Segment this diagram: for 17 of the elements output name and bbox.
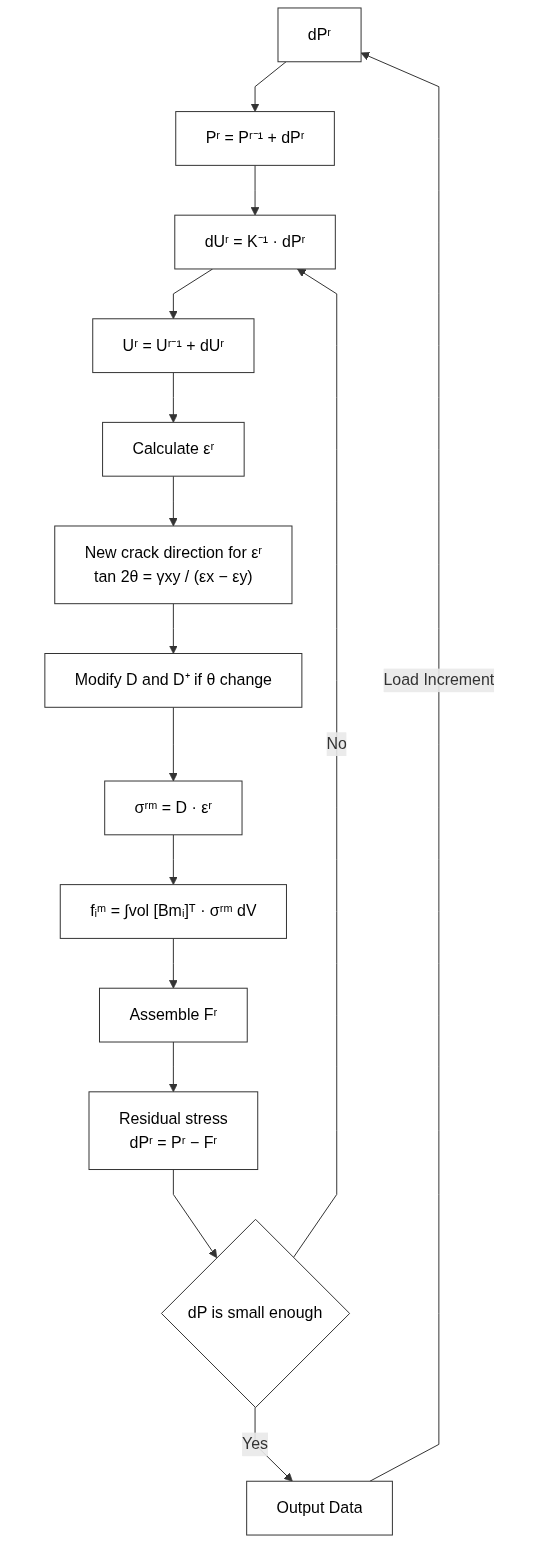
- node-box: Output Data: [246, 1480, 393, 1536]
- node-box: dPʳ: [277, 7, 362, 63]
- node-box: dUʳ = K⁻¹ · dPʳ: [174, 214, 336, 270]
- arrow: [168, 475, 178, 527]
- node-box: Residual stress dPʳ = Pʳ − Fʳ: [88, 1091, 259, 1170]
- node-box: Pʳ = Pʳ⁻¹ + dPʳ: [175, 111, 335, 166]
- edge-label: Load Increment: [383, 671, 495, 689]
- node-box: Assemble Fʳ: [98, 987, 248, 1043]
- node-diamond: dP is small enough: [160, 1218, 351, 1408]
- edge-label: Yes: [241, 1435, 268, 1453]
- node-box: Modify D and D⁺ if θ change: [44, 653, 303, 708]
- node-box: Calculate εʳ: [102, 421, 245, 477]
- node-box: New crack direction for εʳ tan 2θ = γxy / (εx − εy): [54, 525, 293, 605]
- node-box: σʳᵐ = D · εʳ: [104, 780, 243, 836]
- node-box: fᵢᵐ = ∫vol [Bmᵢ]ᵀ · σʳᵐ dV: [59, 884, 287, 939]
- node-box: Uʳ = Uʳ⁻¹ + dUʳ: [92, 318, 255, 374]
- edge-label: No: [326, 735, 347, 753]
